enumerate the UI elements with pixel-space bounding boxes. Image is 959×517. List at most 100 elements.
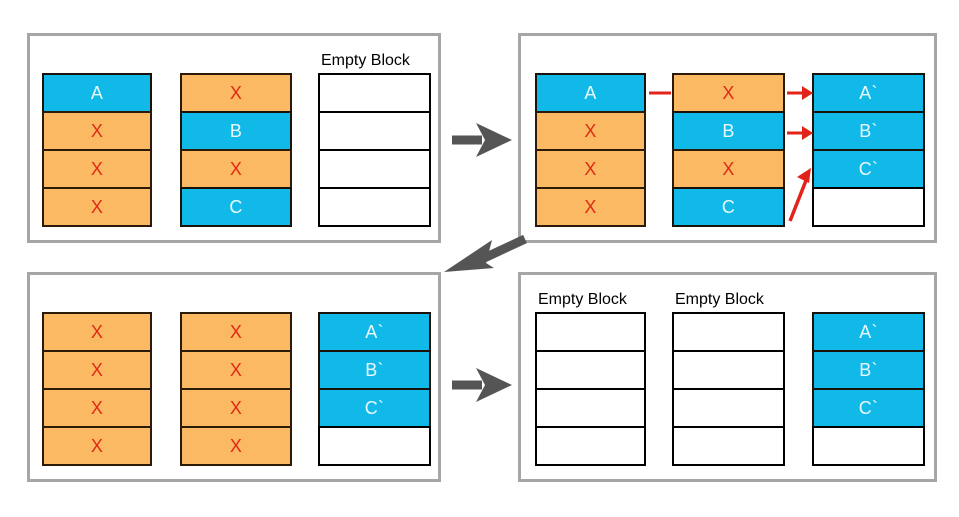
cell-label: X [722, 83, 735, 103]
block-cell[interactable] [535, 350, 646, 390]
panel-br-stack-2-label: Empty Block [675, 291, 764, 308]
red-arrow-row2-right-icon [787, 126, 813, 140]
panel-step-3-blocks-reclaimed: Empty Block Empty Block A` B` C` [518, 272, 937, 482]
block-cell[interactable]: X [672, 73, 785, 113]
cell-label: X [229, 322, 243, 342]
panel-tl-stack-2: X B X C [180, 73, 292, 227]
block-cell[interactable]: X [180, 73, 292, 113]
block-cell[interactable] [672, 426, 785, 466]
cell-label: X [722, 159, 735, 179]
red-arrow-c-diagonal-up-icon [788, 168, 811, 222]
block-cell[interactable]: B` [812, 350, 925, 390]
block-cell[interactable] [318, 149, 431, 189]
block-cell[interactable]: C` [812, 149, 925, 189]
block-cell[interactable]: X [535, 187, 646, 227]
block-cell[interactable]: X [180, 388, 292, 428]
block-cell[interactable]: X [672, 149, 785, 189]
cell-label: X [90, 121, 104, 141]
cell-label: X [229, 159, 243, 179]
cell-label: X [229, 83, 243, 103]
cell-label: X [90, 398, 104, 418]
cell-label: C` [858, 159, 879, 179]
block-cell[interactable]: A` [812, 73, 925, 113]
block-cell[interactable]: X [42, 149, 152, 189]
block-cell[interactable] [535, 312, 646, 352]
cell-label: B` [859, 121, 878, 141]
cell-label: X [90, 360, 104, 380]
panel-bl-stack-3: A` B` C` [318, 312, 431, 466]
panel-br-stack-1 [535, 312, 646, 466]
block-cell[interactable]: X [180, 426, 292, 466]
block-cell[interactable]: A` [812, 312, 925, 352]
block-cell[interactable]: B` [318, 350, 431, 390]
red-arrow-row1-right-icon [787, 86, 813, 100]
panel-br-stack-3: A` B` C` [812, 312, 925, 466]
panel-br-stack-2 [672, 312, 785, 466]
panel-bl-stack-2: X X X X [180, 312, 292, 466]
block-cell[interactable] [812, 187, 925, 227]
panel-tr-stack-2: X B X C [672, 73, 785, 227]
cell-label: A` [859, 322, 878, 342]
cell-label: X [584, 197, 597, 217]
cell-label: A` [859, 83, 878, 103]
block-cell[interactable]: X [42, 388, 152, 428]
block-cell[interactable] [318, 426, 431, 466]
block-cell[interactable] [535, 426, 646, 466]
block-cell[interactable]: X [42, 187, 152, 227]
block-cell[interactable]: X [42, 111, 152, 151]
cell-label: B` [365, 360, 384, 380]
panel-tr-stack-1: A X X X [535, 73, 646, 227]
block-cell[interactable]: X [42, 312, 152, 352]
block-cell[interactable]: B [672, 111, 785, 151]
block-cell[interactable]: C` [318, 388, 431, 428]
panel-br-stack-1-label: Empty Block [538, 291, 627, 308]
block-cell[interactable]: A` [318, 312, 431, 352]
block-cell[interactable]: C [672, 187, 785, 227]
block-cell[interactable]: C` [812, 388, 925, 428]
block-cell[interactable] [318, 73, 431, 113]
cell-label: A` [365, 322, 384, 342]
block-cell[interactable]: A [42, 73, 152, 113]
panel-bl-stack-1: X X X X [42, 312, 152, 466]
block-cell[interactable]: X [180, 312, 292, 352]
cell-label: A [90, 83, 104, 103]
block-cell[interactable]: B` [812, 111, 925, 151]
cell-label: B [722, 121, 735, 141]
block-cell[interactable] [318, 187, 431, 227]
block-cell[interactable]: C [180, 187, 292, 227]
block-cell[interactable] [535, 388, 646, 428]
block-cell[interactable]: X [180, 350, 292, 390]
block-cell[interactable]: X [180, 149, 292, 189]
cell-label: C` [364, 398, 385, 418]
cell-label: C [229, 197, 243, 217]
flow-arrow-middle-left-icon [444, 234, 527, 272]
block-cell[interactable]: X [42, 426, 152, 466]
cell-label: C [721, 197, 736, 217]
cell-label: X [229, 360, 243, 380]
block-cell[interactable] [672, 350, 785, 390]
panel-step-1-initial-state: A X X X X B X C Empty Block [27, 33, 441, 243]
cell-label: X [90, 322, 104, 342]
cell-label: X [229, 398, 243, 418]
cell-label: B [229, 121, 243, 141]
block-cell[interactable] [672, 312, 785, 352]
block-cell[interactable]: A [535, 73, 646, 113]
cell-label: C` [858, 398, 879, 418]
block-cell[interactable]: X [42, 350, 152, 390]
panel-tl-stack-3-label: Empty Block [321, 52, 410, 69]
block-cell[interactable]: B [180, 111, 292, 151]
cell-label: X [90, 159, 104, 179]
cell-label: X [90, 436, 104, 456]
panel-step-4-old-blocks-garbage: X X X X X X X X A` B` C` [27, 272, 441, 482]
cell-label: X [229, 436, 243, 456]
block-cell[interactable] [318, 111, 431, 151]
block-cell[interactable]: X [535, 149, 646, 189]
block-cell[interactable] [812, 426, 925, 466]
panel-tl-stack-1: A X X X [42, 73, 152, 227]
cell-label: B` [859, 360, 878, 380]
block-cell[interactable] [672, 388, 785, 428]
cell-label: A [584, 83, 597, 103]
panel-tr-stack-3: A` B` C` [812, 73, 925, 227]
block-cell[interactable]: X [535, 111, 646, 151]
